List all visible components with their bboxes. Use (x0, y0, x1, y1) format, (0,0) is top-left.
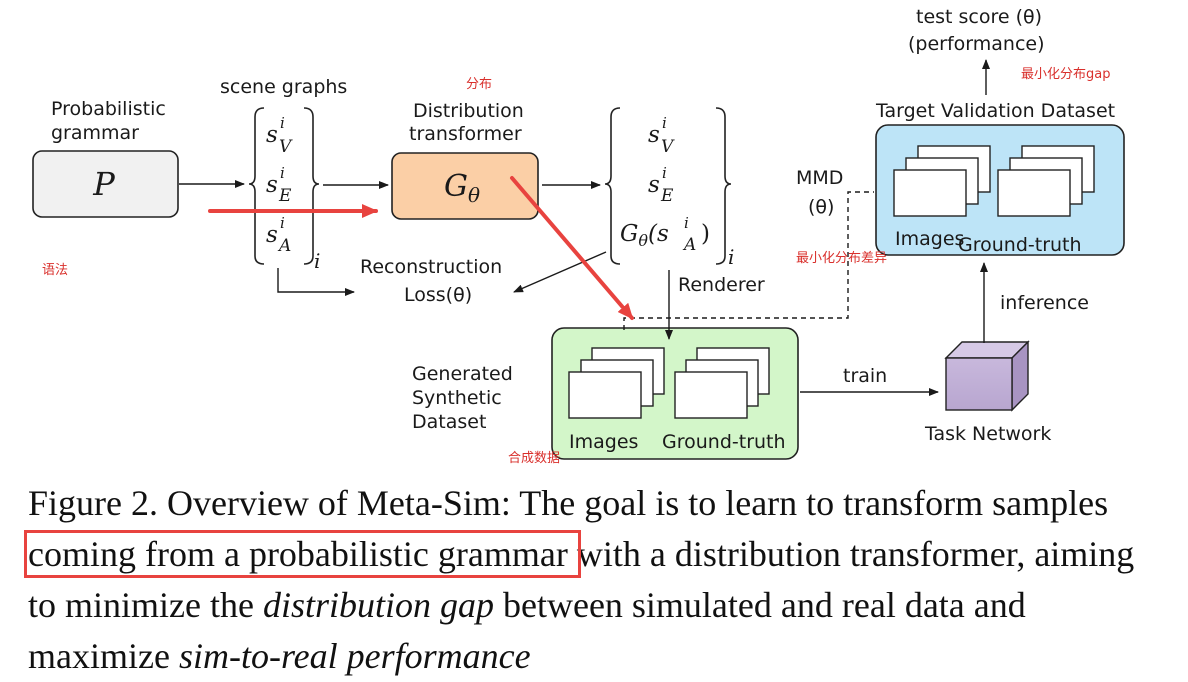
transformer-symbol: Gθ (444, 169, 480, 207)
target-dataset-node: Target Validation Dataset Images Ground-… (875, 100, 1125, 256)
target-groundtruth-stack (997, 145, 1095, 217)
mmd-label: MMD (796, 167, 843, 189)
loss-line2: Loss(θ) (404, 284, 472, 306)
synthetic-groundtruth-label: Ground-truth (662, 431, 786, 453)
caption-emphasis-1: distribution gap (262, 585, 494, 625)
scene-graphs-label: scene graphs (220, 76, 347, 98)
caption-highlight: coming from a probabilistic grammar (24, 530, 581, 578)
caption-emphasis-2: sim-to-real performance (178, 636, 531, 676)
transformer-label-line1: Distribution (413, 100, 524, 122)
synthetic-groundtruth-stack (674, 347, 770, 419)
svg-text:A: A (682, 235, 696, 255)
scene-graphs-left-brace (248, 107, 265, 265)
edge-graphs-to-loss (277, 268, 355, 296)
transformed-sv: V (661, 137, 675, 157)
annotation-synthetic-data: 合成数据 (508, 451, 560, 466)
svg-text:s: s (266, 122, 278, 148)
scene-graphs-node: scene graphs s i V s i E s i A i (220, 76, 347, 273)
scene-graph-se: E (278, 186, 292, 206)
svg-text:s: s (266, 172, 278, 198)
transformed-graphs-node: s i V s i E Gθ(s i A ) i (604, 107, 734, 269)
test-score-line2: (performance) (908, 33, 1045, 55)
annotation-min-gap: 最小化分布gap (1021, 67, 1110, 82)
svg-text:i: i (662, 164, 667, 182)
transformer-node: Distribution transformer Gθ (391, 100, 539, 220)
test-score-line1: test score (θ) (916, 6, 1042, 28)
transformed-index: i (728, 245, 734, 269)
transformed-g-expression: Gθ(s (620, 221, 669, 250)
synthetic-label-line1: Generated (412, 363, 513, 385)
task-network-label: Task Network (924, 423, 1051, 445)
train-label: train (843, 365, 887, 387)
grammar-node: Probabilistic grammar P (32, 98, 179, 218)
figure-caption: Figure 2. Overview of Meta-Sim: The goal… (24, 478, 1168, 682)
transformed-se: E (660, 186, 674, 206)
edge-mmd-dashed (623, 191, 874, 330)
transformed-left-brace (604, 107, 621, 265)
scene-graph-sv: V (279, 137, 293, 157)
scene-graphs-right-brace (303, 107, 320, 265)
grammar-label-line1: Probabilistic (51, 98, 166, 120)
target-images-stack (893, 145, 991, 217)
mmd-theta-label: (θ) (808, 196, 834, 218)
svg-text:): ) (701, 221, 710, 247)
svg-text:s: s (648, 122, 660, 148)
grammar-box (32, 150, 179, 218)
loss-line1: Reconstruction (360, 256, 502, 278)
synthetic-label-line3: Dataset (412, 411, 486, 433)
renderer-label: Renderer (678, 274, 765, 296)
transformed-right-brace (715, 107, 732, 265)
reconstruction-loss-node: Reconstruction Loss(θ) (360, 256, 502, 306)
caption-part3: between simulated and real data and maxi… (28, 585, 1026, 676)
transformer-label-line2: transformer (409, 123, 522, 145)
svg-text:i: i (684, 214, 689, 232)
edge-transformed-to-loss (513, 251, 607, 293)
svg-text:i: i (280, 164, 285, 182)
svg-text:i: i (662, 114, 667, 132)
edges (179, 59, 990, 396)
synthetic-images-label: Images (569, 431, 638, 453)
target-label: Target Validation Dataset (875, 100, 1115, 122)
synthetic-label-line2: Synthetic (412, 387, 502, 409)
cube-front (945, 357, 1013, 411)
synthetic-images-stack (568, 347, 665, 419)
synthetic-dataset-node: Generated Synthetic Dataset Images Groun… (412, 327, 799, 460)
caption-part2: with a distribution transformer, aiming … (28, 534, 1135, 625)
grammar-symbol: P (92, 165, 115, 203)
svg-text:s: s (648, 172, 660, 198)
test-score-node: test score (θ) (performance) (908, 6, 1045, 55)
annotation-yufa: 语法 (42, 263, 68, 278)
svg-text:i: i (280, 214, 285, 232)
transformer-box (391, 152, 539, 220)
caption-part1: Figure 2. Overview of Meta-Sim: The goal… (28, 483, 1109, 523)
scene-graph-sa: A (277, 236, 291, 256)
grammar-label-line2: grammar (51, 122, 139, 144)
red-arrow-to-synthetic (510, 176, 634, 320)
target-images-label: Images (895, 228, 964, 250)
annotation-fenbu: 分布 (466, 77, 492, 92)
annotation-min-diff: 最小化分布差异 (796, 251, 887, 266)
svg-text:i: i (280, 114, 285, 132)
scene-graphs-index: i (314, 249, 320, 273)
task-network-node: Task Network (924, 340, 1051, 445)
svg-text:s: s (266, 222, 278, 248)
annotation-arrows (208, 176, 634, 320)
target-groundtruth-label: Ground-truth (958, 234, 1082, 256)
inference-label: inference (1000, 292, 1089, 314)
